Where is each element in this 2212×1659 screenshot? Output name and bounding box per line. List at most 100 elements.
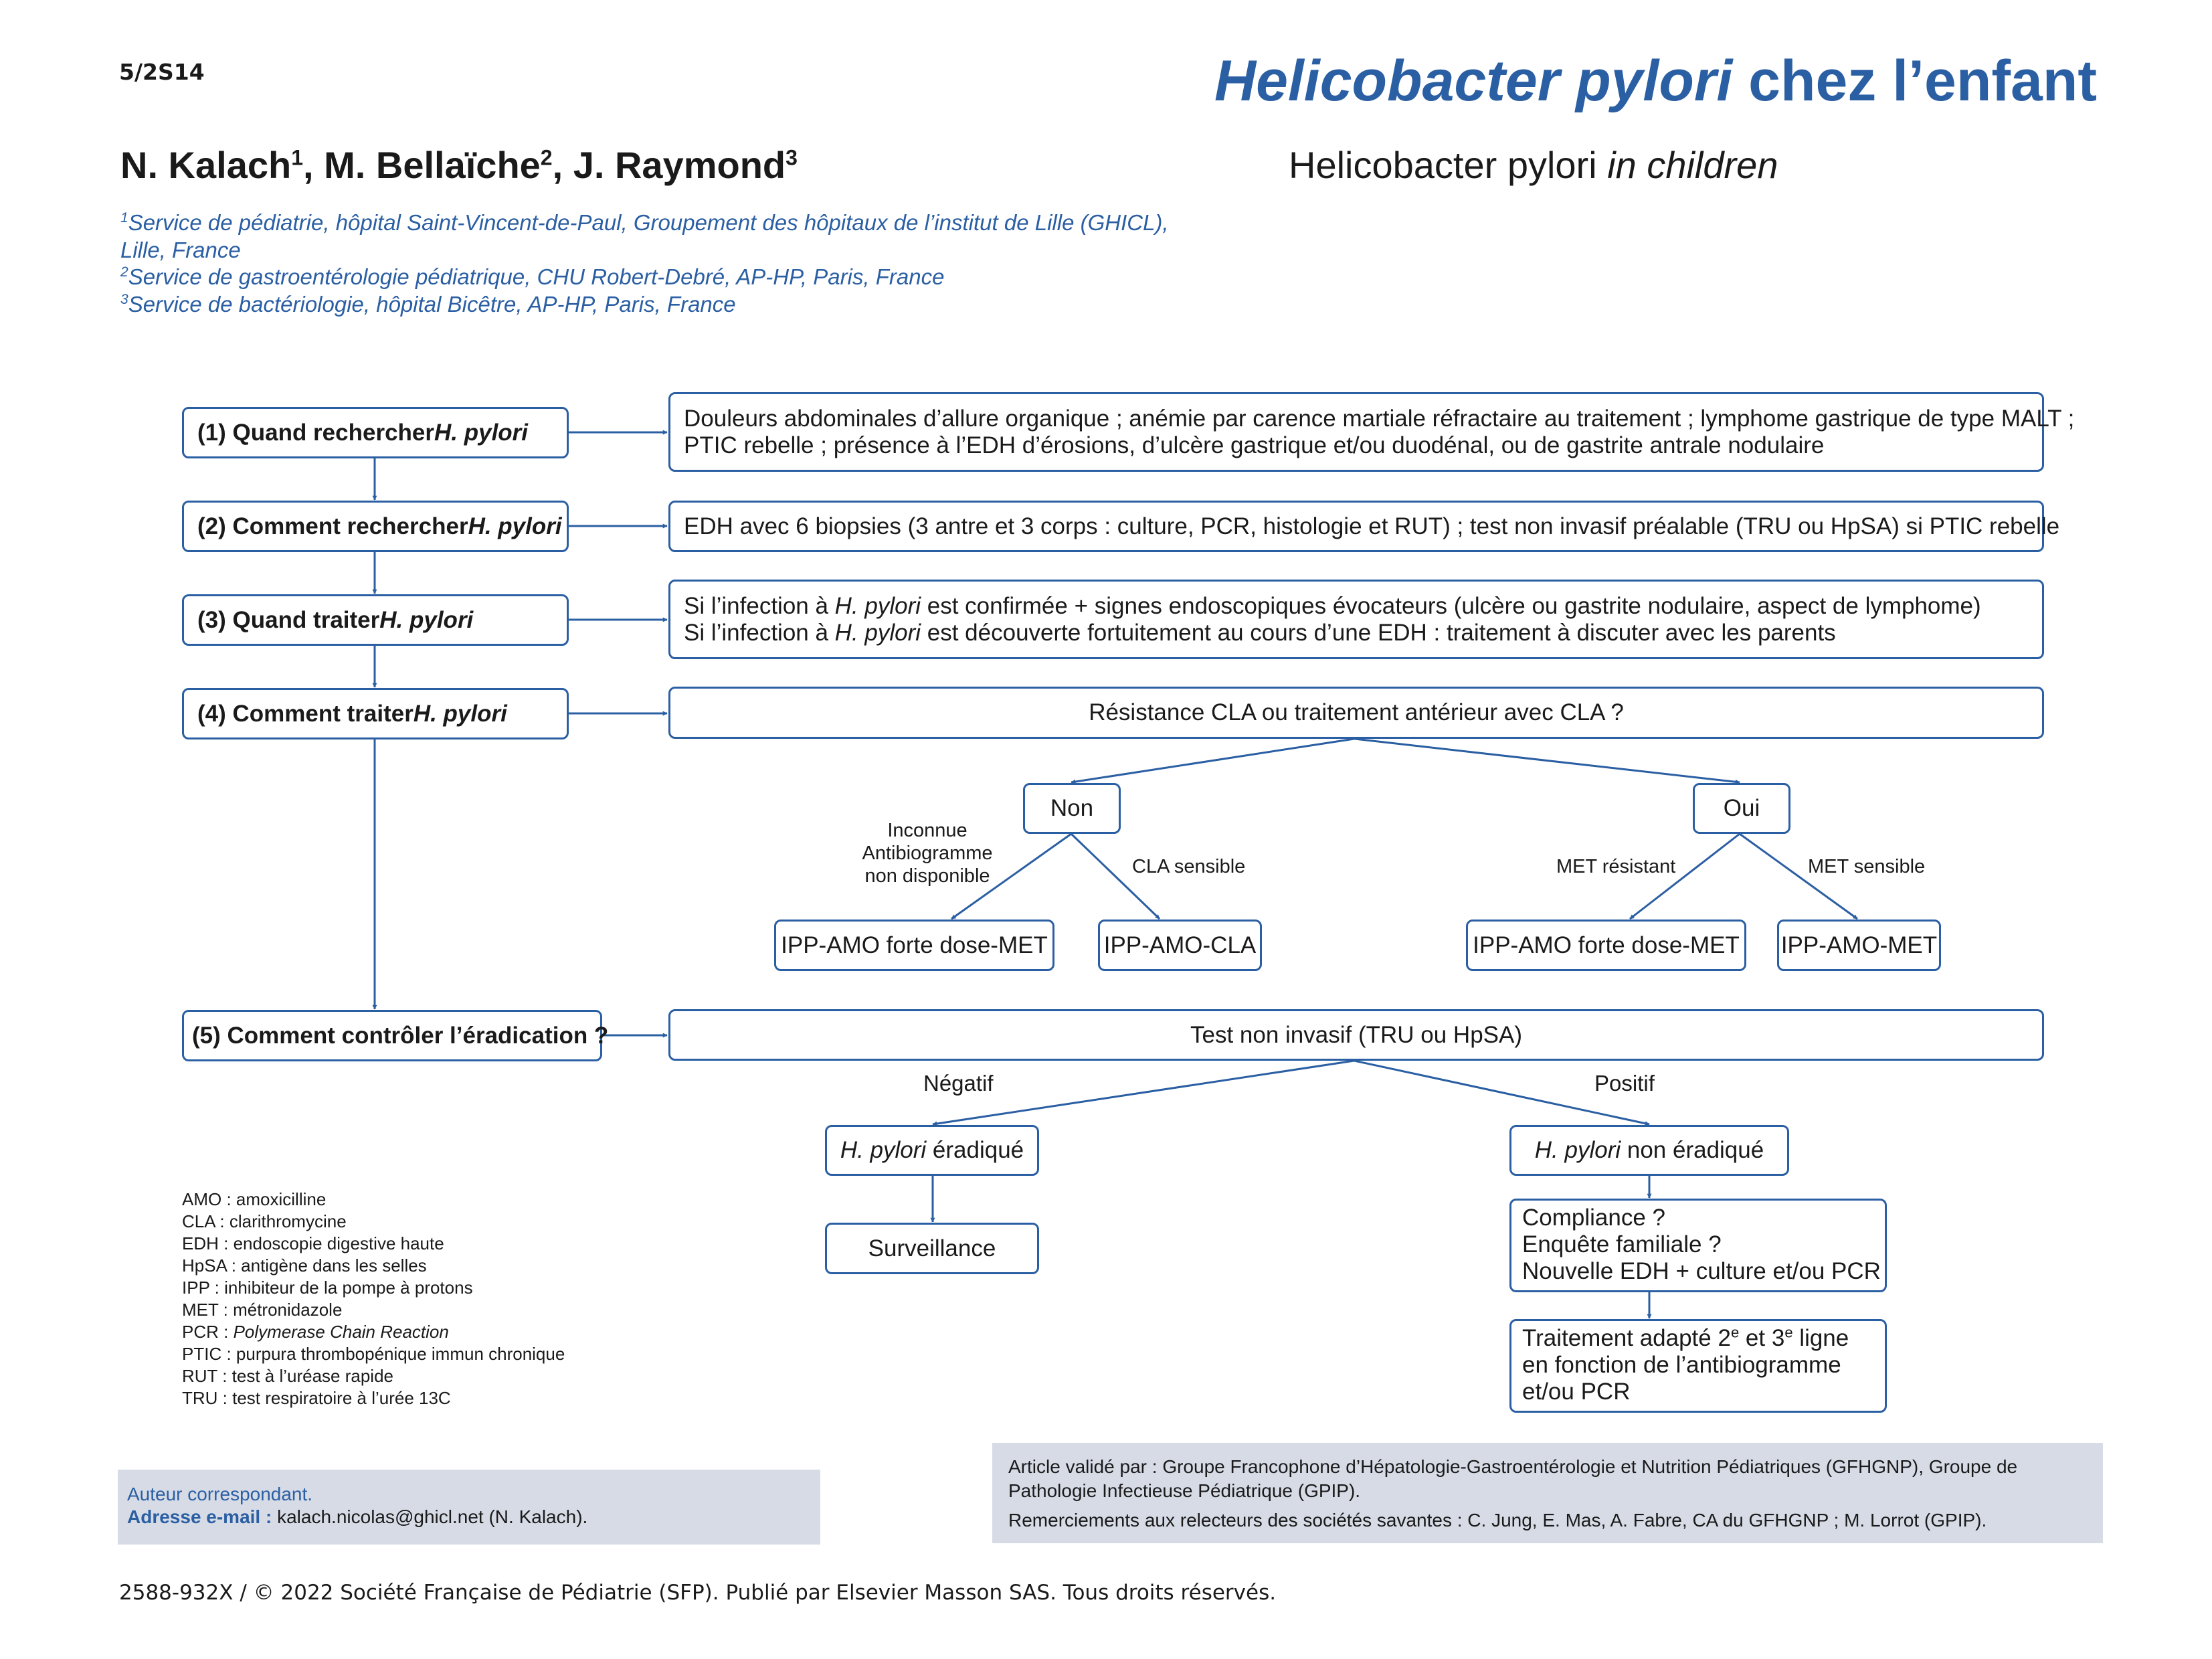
result-text: non éradiqué [1621, 1137, 1764, 1163]
treatment-ipp-amo-met: IPP-AMO-MET [1777, 920, 1941, 971]
legend-def: test à l’uréase rapide [232, 1366, 394, 1386]
result-text: éradiqué [926, 1137, 1024, 1163]
legend-abbr: IPP : [182, 1278, 225, 1298]
corresponding-author-box: Auteur correspondant. Adresse e-mail : k… [118, 1470, 820, 1545]
desc-text: Si l’infection à [684, 592, 835, 619]
corresponding-label: Auteur correspondant. [127, 1484, 313, 1504]
step-italic: H. pylori [434, 419, 529, 446]
test-label: Test non invasif (TRU ou HpSA) [1190, 1021, 1522, 1048]
validation-line: Remerciements aux relecteurs des société… [1008, 1510, 1987, 1531]
step-italic: H. pylori [379, 606, 474, 633]
result-italic: H. pylori [1534, 1137, 1621, 1163]
desc-line: Si l’infection à H. pylori est découvert… [684, 620, 1981, 646]
treatment-text: ligne [1792, 1325, 1849, 1351]
treatment-ipp-amo-high-met: IPP-AMO forte dose-MET [774, 920, 1054, 971]
step-1-box: (1) Quand rechercher H. pylori [182, 407, 569, 458]
desc-how-search: EDH avec 6 biopsies (3 antre et 3 corps … [668, 501, 2059, 552]
legend-def: Polymerase Chain Reaction [233, 1322, 449, 1342]
legend-abbr: TRU : [182, 1388, 233, 1408]
check-line: Enquête familiale ? [1522, 1231, 1722, 1257]
legend-abbr: HpSA : [182, 1255, 242, 1276]
label-line: Inconnue [887, 820, 967, 841]
legend-abbr: CLA : [182, 1211, 229, 1231]
author-name: M. Bellaïche [324, 144, 541, 186]
treatment-text: et 3 [1739, 1325, 1785, 1351]
subtitle-plain: Helicobacter pylori [1289, 144, 1608, 186]
title-italic: Helicobacter pylori [1214, 49, 1733, 113]
desc-text: est confirmée + signes endoscopiques évo… [921, 592, 1981, 619]
treatment-line: Traitement adapté 2e et 3e ligne [1522, 1325, 1849, 1352]
arrow-test-positive [1354, 1059, 1650, 1126]
question-text: Résistance CLA ou traitement antérieur a… [1089, 699, 1624, 725]
author-sup: 2 [540, 145, 553, 170]
desc-line: Douleurs abdominales d’allure organique … [684, 405, 2075, 432]
label-line: non disponible [864, 865, 990, 887]
adapted-treatment-box: Traitement adapté 2e et 3e ligne en fonc… [1509, 1319, 1887, 1413]
validation-box: Article validé par : Groupe Francophone … [992, 1443, 2103, 1543]
desc-line: Si l’infection à H. pylori est confirmée… [684, 593, 1981, 620]
legend-item: MET : métronidazole [182, 1299, 565, 1321]
legend-abbr: MET : [182, 1300, 234, 1320]
step-3-box: (3) Quand traiter H. pylori [182, 594, 569, 646]
page-title: Helicobacter pylori chez l’enfant [1214, 48, 2097, 114]
treatment-text: Traitement adapté 2 [1522, 1325, 1731, 1351]
desc-when-treat: Si l’infection à H. pylori est confirmée… [668, 580, 2044, 659]
surveillance-label: Surveillance [868, 1235, 996, 1261]
step-text: (4) Comment traiter [197, 700, 413, 727]
legend-item: CLA : clarithromycine [182, 1211, 565, 1233]
affiliation-text: Service de pédiatrie, hôpital Saint-Vinc… [128, 210, 1169, 235]
desc-text: Si l’infection à [684, 619, 835, 646]
legend-def: antigène dans les selles [241, 1255, 427, 1276]
arrow-question-no [1071, 737, 1355, 784]
legend-def: purpura thrombopénique immun chronique [236, 1344, 565, 1364]
legend-item: HpSA : antigène dans les selles [182, 1255, 565, 1277]
desc-text: est découverte fortuitement au cours d’u… [921, 619, 1836, 646]
author-sup: 1 [291, 145, 303, 170]
treatment-sup: e [1730, 1324, 1740, 1341]
check-line: Compliance ? [1522, 1205, 1665, 1231]
decision-label: Oui [1723, 795, 1760, 821]
legend-abbr: AMO : [182, 1189, 236, 1209]
desc-italic: H. pylori [834, 619, 921, 646]
legend-item: TRU : test respiratoire à l’urée 13C [182, 1387, 565, 1409]
author-sep: , [552, 144, 573, 186]
affiliation: Lille, France [120, 238, 241, 263]
author-name: J. Raymond [573, 144, 786, 186]
result-italic: H. pylori [840, 1137, 927, 1163]
author-sep: , [303, 144, 325, 186]
result-eradicated: H. pylori éradiqué [825, 1125, 1039, 1176]
affiliation-text: Service de gastroentérologie pédiatrique… [128, 264, 945, 289]
step-italic: H. pylori [468, 513, 562, 539]
title-rest: chez l’enfant [1732, 49, 2097, 113]
validation-line: Pathologie Infectieuse Pédiatrique (GPIP… [1008, 1480, 1361, 1501]
treatment-label: IPP-AMO-CLA [1103, 932, 1257, 958]
check-line: Nouvelle EDH + culture et/ou PCR [1522, 1258, 1881, 1284]
page-id: 5/2S14 [119, 59, 205, 85]
affiliation-sup: 1 [120, 210, 128, 226]
decision-yes: Oui [1693, 783, 1790, 834]
checks-box: Compliance ? Enquête familiale ? Nouvell… [1509, 1199, 1887, 1292]
treatment-label: IPP-AMO forte dose-MET [1473, 932, 1740, 958]
step-italic: H. pylori [413, 700, 507, 727]
step-text: (5) Comment contrôler l’éradication ? [192, 1022, 609, 1049]
step-4-box: (4) Comment traiter H. pylori [182, 688, 569, 739]
decision-label: Non [1050, 795, 1094, 821]
email-label: Adresse e-mail : [127, 1506, 278, 1527]
subtitle-english: Helicobacter pylori in children [1289, 143, 1778, 187]
legend-item: RUT : test à l’uréase rapide [182, 1365, 565, 1387]
legend-item: PCR : Polymerase Chain Reaction [182, 1321, 565, 1343]
label-negative: Négatif [923, 1071, 994, 1096]
affiliation-text: Lille, France [120, 238, 241, 262]
label-met-sensitive: MET sensible [1808, 856, 1926, 877]
legend-item: IPP : inhibiteur de la pompe à protons [182, 1277, 565, 1299]
email-link[interactable]: kalach.nicolas@ghicl.net (N. Kalach). [277, 1506, 588, 1527]
author-name: N. Kalach [120, 144, 292, 186]
validation-line: Article validé par : Groupe Francophone … [1008, 1456, 2018, 1477]
copyright-footer: 2588-932X / © 2022 Société Française de … [119, 1581, 1277, 1605]
affiliation-sup: 3 [120, 292, 128, 307]
authors: N. Kalach1, M. Bellaïche2, J. Raymond3 [120, 143, 798, 187]
legend-item: AMO : amoxicilline [182, 1189, 565, 1211]
treatment-line: en fonction de l’antibiogramme [1522, 1352, 1841, 1378]
question-resistance: Résistance CLA ou traitement antérieur a… [668, 687, 2044, 739]
